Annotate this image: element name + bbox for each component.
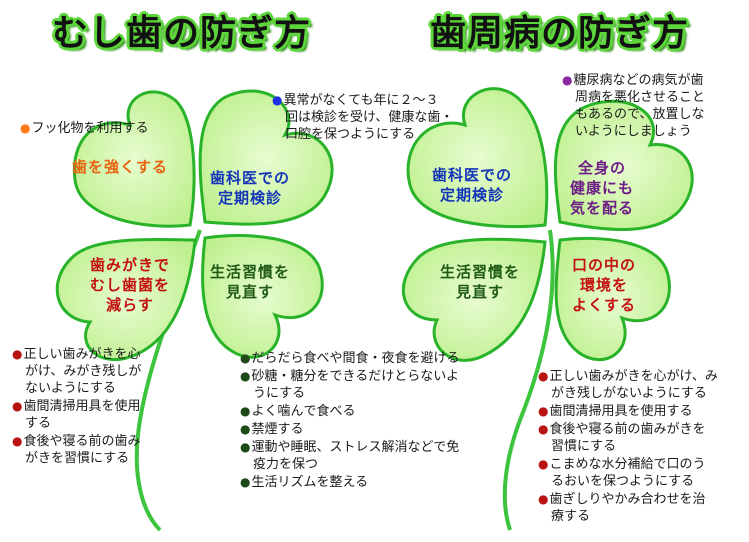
- leaf-label-reduce-bacteria: 歯みがきで むし歯菌を 減らす: [90, 256, 171, 314]
- bullet-icon: ●: [240, 404, 251, 418]
- right-leaf-top-right: [553, 99, 694, 231]
- list-item: ●歯間清掃用具を使用 する: [12, 399, 141, 431]
- list-item: ●食後や寝る前の歯み がきを習慣にする: [12, 434, 141, 466]
- bullet-icon: ●: [538, 404, 549, 418]
- bullet-icon: ●: [12, 434, 23, 448]
- right-leaf-bottom-left: [401, 237, 547, 362]
- list-item: ●歯ぎしりやかみ合わせを治 療する: [538, 492, 706, 524]
- leaf-label-dental-checkup: 歯科医での 定期検診: [210, 169, 291, 207]
- leaf-label-strengthen-teeth: 歯を強くする: [72, 158, 169, 176]
- bullet-icon: ●: [240, 475, 251, 489]
- list-item: ●運動や睡眠、ストレス解消などで免 疫力を保つ: [240, 440, 460, 472]
- bullet-icon: ●: [538, 457, 549, 471]
- bullet-icon: ●: [272, 93, 283, 107]
- bullet-icon: ●: [240, 422, 251, 436]
- right-leaf-top-left: [406, 87, 549, 229]
- list-lifestyle-tips: ●だらだら食べや間食・夜食を避ける ●砂糖・糖分をできるだけとらないよ うにする…: [240, 350, 460, 492]
- bullet-icon: ●: [240, 440, 251, 454]
- right-clover-stem: [502, 229, 555, 531]
- bullet-icon: ●: [20, 121, 31, 135]
- list-item: ●こまめな水分補給で口のう るおいを保つようにする: [538, 457, 706, 489]
- note-checkup: ●異常がなくても年に２～３ 回は検診を受け、健康な歯・ 口腔を保つようにする: [272, 93, 454, 142]
- leaf-label-oral-environment: 口の中の 環境を よくする: [572, 256, 637, 314]
- list-item: ●生活リズムを整える: [240, 475, 369, 490]
- bullet-icon: ●: [12, 347, 23, 361]
- list-item: ●砂糖・糖分をできるだけとらないよ うにする: [240, 369, 459, 401]
- bullet-icon: ●: [12, 399, 23, 413]
- list-gum-care-tips: ●正しい歯みがきを心がけ、み がき残しがないようにする ●歯間清掃用具を使用する…: [538, 368, 718, 526]
- left-leaf-bottom-left: [55, 237, 197, 361]
- list-item: ●だらだら食べや間食・夜食を避ける: [240, 351, 460, 366]
- list-item: ●歯間清掃用具を使用する: [538, 404, 693, 419]
- title-gum-disease-prevention: 歯周病の防ぎ方: [430, 13, 690, 54]
- leaf-label-general-health: 全身の 健康にも 気を配る: [570, 159, 635, 217]
- list-item: ●食後や寝る前の歯みがきを 習慣にする: [538, 422, 706, 454]
- bullet-icon: ●: [240, 351, 251, 365]
- left-leaf-top-left: [72, 90, 196, 228]
- note-systemic-disease: ●糖尿病などの病気が歯 周病を悪化させること もあるので、放置しな いようにしま…: [562, 73, 706, 139]
- list-item: ●正しい歯みがきを心 がけ、みがき残しが ないようにする: [12, 347, 142, 396]
- left-clover: [55, 89, 334, 532]
- bullet-icon: ●: [538, 422, 549, 436]
- list-item: ●よく噛んで食べる: [240, 404, 356, 419]
- note-fluoride: ●フッ化物を利用する: [20, 121, 149, 136]
- list-brushing-tips: ●正しい歯みがきを心 がけ、みがき残しが ないようにする ●歯間清掃用具を使用 …: [12, 346, 141, 468]
- bullet-icon: ●: [538, 492, 549, 506]
- bullet-icon: ●: [240, 369, 251, 383]
- bullet-icon: ●: [538, 369, 549, 383]
- list-item: ●正しい歯みがきを心がけ、み がき残しがないようにする: [538, 369, 718, 401]
- list-item: ●禁煙する: [240, 422, 304, 437]
- title-cavity-prevention: むし歯の防ぎ方: [52, 13, 312, 54]
- left-leaf-bottom-right: [201, 234, 324, 359]
- leaf-label-review-habits: 生活習慣を 見直す: [210, 263, 291, 301]
- bullet-icon: ●: [562, 73, 573, 87]
- leaf-label-dental-checkup-right: 歯科医での 定期検診: [432, 166, 513, 204]
- leaf-label-review-habits-right: 生活習慣を 見直す: [440, 263, 521, 301]
- left-leaf-top-right: [198, 89, 334, 226]
- right-clover: [401, 87, 694, 531]
- right-leaf-bottom-right: [554, 236, 671, 362]
